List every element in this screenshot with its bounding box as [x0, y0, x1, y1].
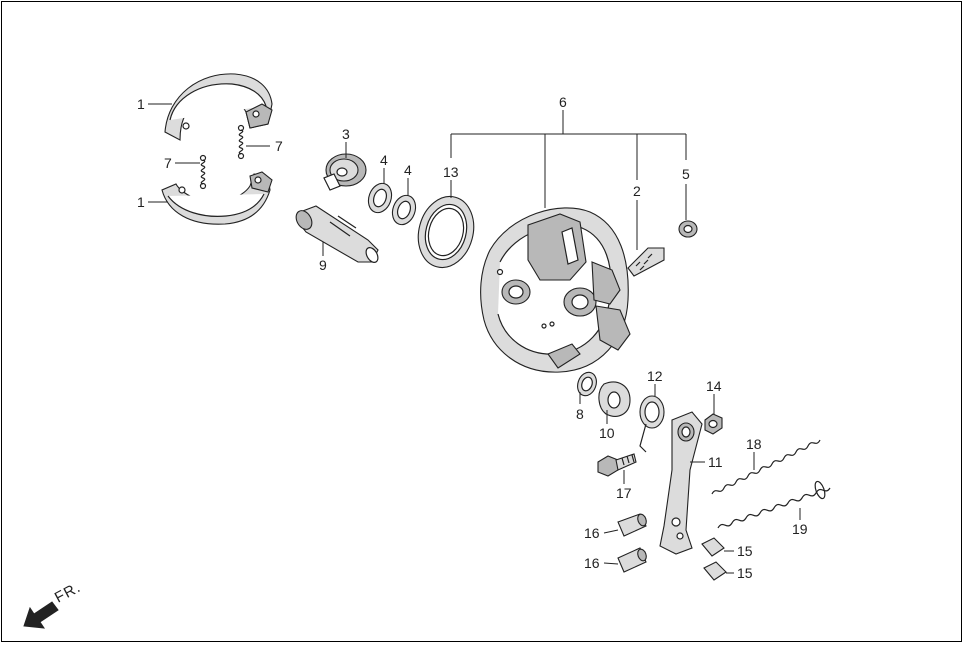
- brake-arm[interactable]: [659, 411, 703, 555]
- callout-6: 6: [559, 94, 567, 110]
- hex-nut[interactable]: [704, 413, 723, 435]
- callout-19: 19: [792, 521, 808, 537]
- pin-clip-b[interactable]: [703, 561, 727, 581]
- callout-4-b: 4: [404, 162, 412, 178]
- callout-9: 9: [319, 257, 327, 273]
- callout-5: 5: [682, 166, 690, 182]
- hex-nut-small[interactable]: [678, 220, 698, 238]
- callout-7-left: 7: [164, 155, 172, 171]
- front-label: FR.: [52, 579, 84, 607]
- brake-shoe-upper[interactable]: [164, 73, 273, 141]
- front-direction-indicator: FR.: [23, 579, 84, 629]
- callout-15-a: 15: [737, 543, 753, 559]
- callout-13: 13: [443, 164, 459, 180]
- return-spring[interactable]: [639, 395, 665, 453]
- callout-1-upper: 1: [137, 96, 145, 112]
- callout-1-lower: 1: [137, 194, 145, 210]
- joint-pin-a[interactable]: [617, 513, 648, 537]
- front-arrow-icon: [23, 601, 59, 629]
- brake-panel[interactable]: [480, 207, 631, 373]
- washer-a[interactable]: [365, 180, 396, 216]
- pin-clip-a[interactable]: [701, 537, 725, 557]
- callout-3: 3: [342, 126, 350, 142]
- callout-15-b: 15: [737, 565, 753, 581]
- callout-7-right: 7: [275, 138, 283, 154]
- callout-2: 2: [633, 183, 641, 199]
- adjust-bolt[interactable]: [627, 247, 665, 277]
- joint-pin-b[interactable]: [617, 547, 648, 573]
- callout-17: 17: [616, 485, 632, 501]
- rod-spring-lower[interactable]: [717, 480, 831, 529]
- callout-12: 12: [647, 368, 663, 384]
- callout-16-b: 16: [584, 555, 600, 571]
- drive-gear[interactable]: [323, 153, 367, 191]
- washer-b[interactable]: [389, 192, 420, 228]
- flange-bolt[interactable]: [597, 453, 637, 477]
- shoe-spring-right[interactable]: [237, 124, 245, 160]
- brake-shoe-lower[interactable]: [161, 171, 273, 225]
- callout-labels: 1 1 7 7 3 4 4 9 13 6 2 5 8 10 12 14 11 1…: [137, 94, 808, 581]
- shoe-spring-left[interactable]: [199, 154, 207, 190]
- callout-10: 10: [599, 425, 615, 441]
- callout-8: 8: [576, 406, 584, 422]
- brake-cam-shaft[interactable]: [293, 205, 380, 264]
- callout-16-a: 16: [584, 525, 600, 541]
- callout-18: 18: [746, 436, 762, 452]
- rod-spring-upper[interactable]: [711, 439, 821, 495]
- o-ring[interactable]: [574, 370, 599, 399]
- leader-lines: [148, 103, 801, 574]
- callout-14: 14: [706, 378, 722, 394]
- callout-4-a: 4: [380, 152, 388, 168]
- oil-seal[interactable]: [411, 190, 482, 274]
- wear-indicator-plate[interactable]: [598, 381, 631, 417]
- callout-11: 11: [708, 454, 723, 470]
